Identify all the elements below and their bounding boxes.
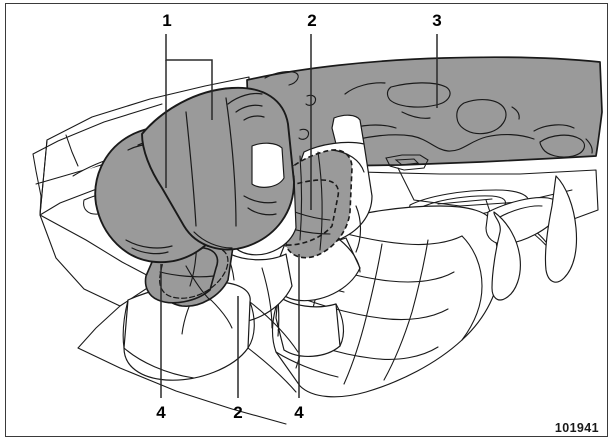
callout-number-2-top: 2 [307,11,317,30]
figure-reference-code: 101941 [554,421,599,435]
callout-number-2-bottom: 2 [233,403,243,422]
callout-number-4-right: 4 [294,403,304,422]
left-door-detail-lines [32,103,163,349]
passenger-front-airbag [141,86,295,251]
passenger-front-airbag-creases [185,92,277,249]
center-console [247,267,299,393]
right-seatbelt-straps [491,175,578,301]
driver-headrest-trim [251,142,285,188]
callout-number-3: 3 [432,11,442,30]
curtain-airbag-band [246,56,603,167]
callout-leader-lines [160,34,438,398]
callout-number-1: 1 [162,11,172,30]
callout-number-4-left: 4 [156,403,166,422]
